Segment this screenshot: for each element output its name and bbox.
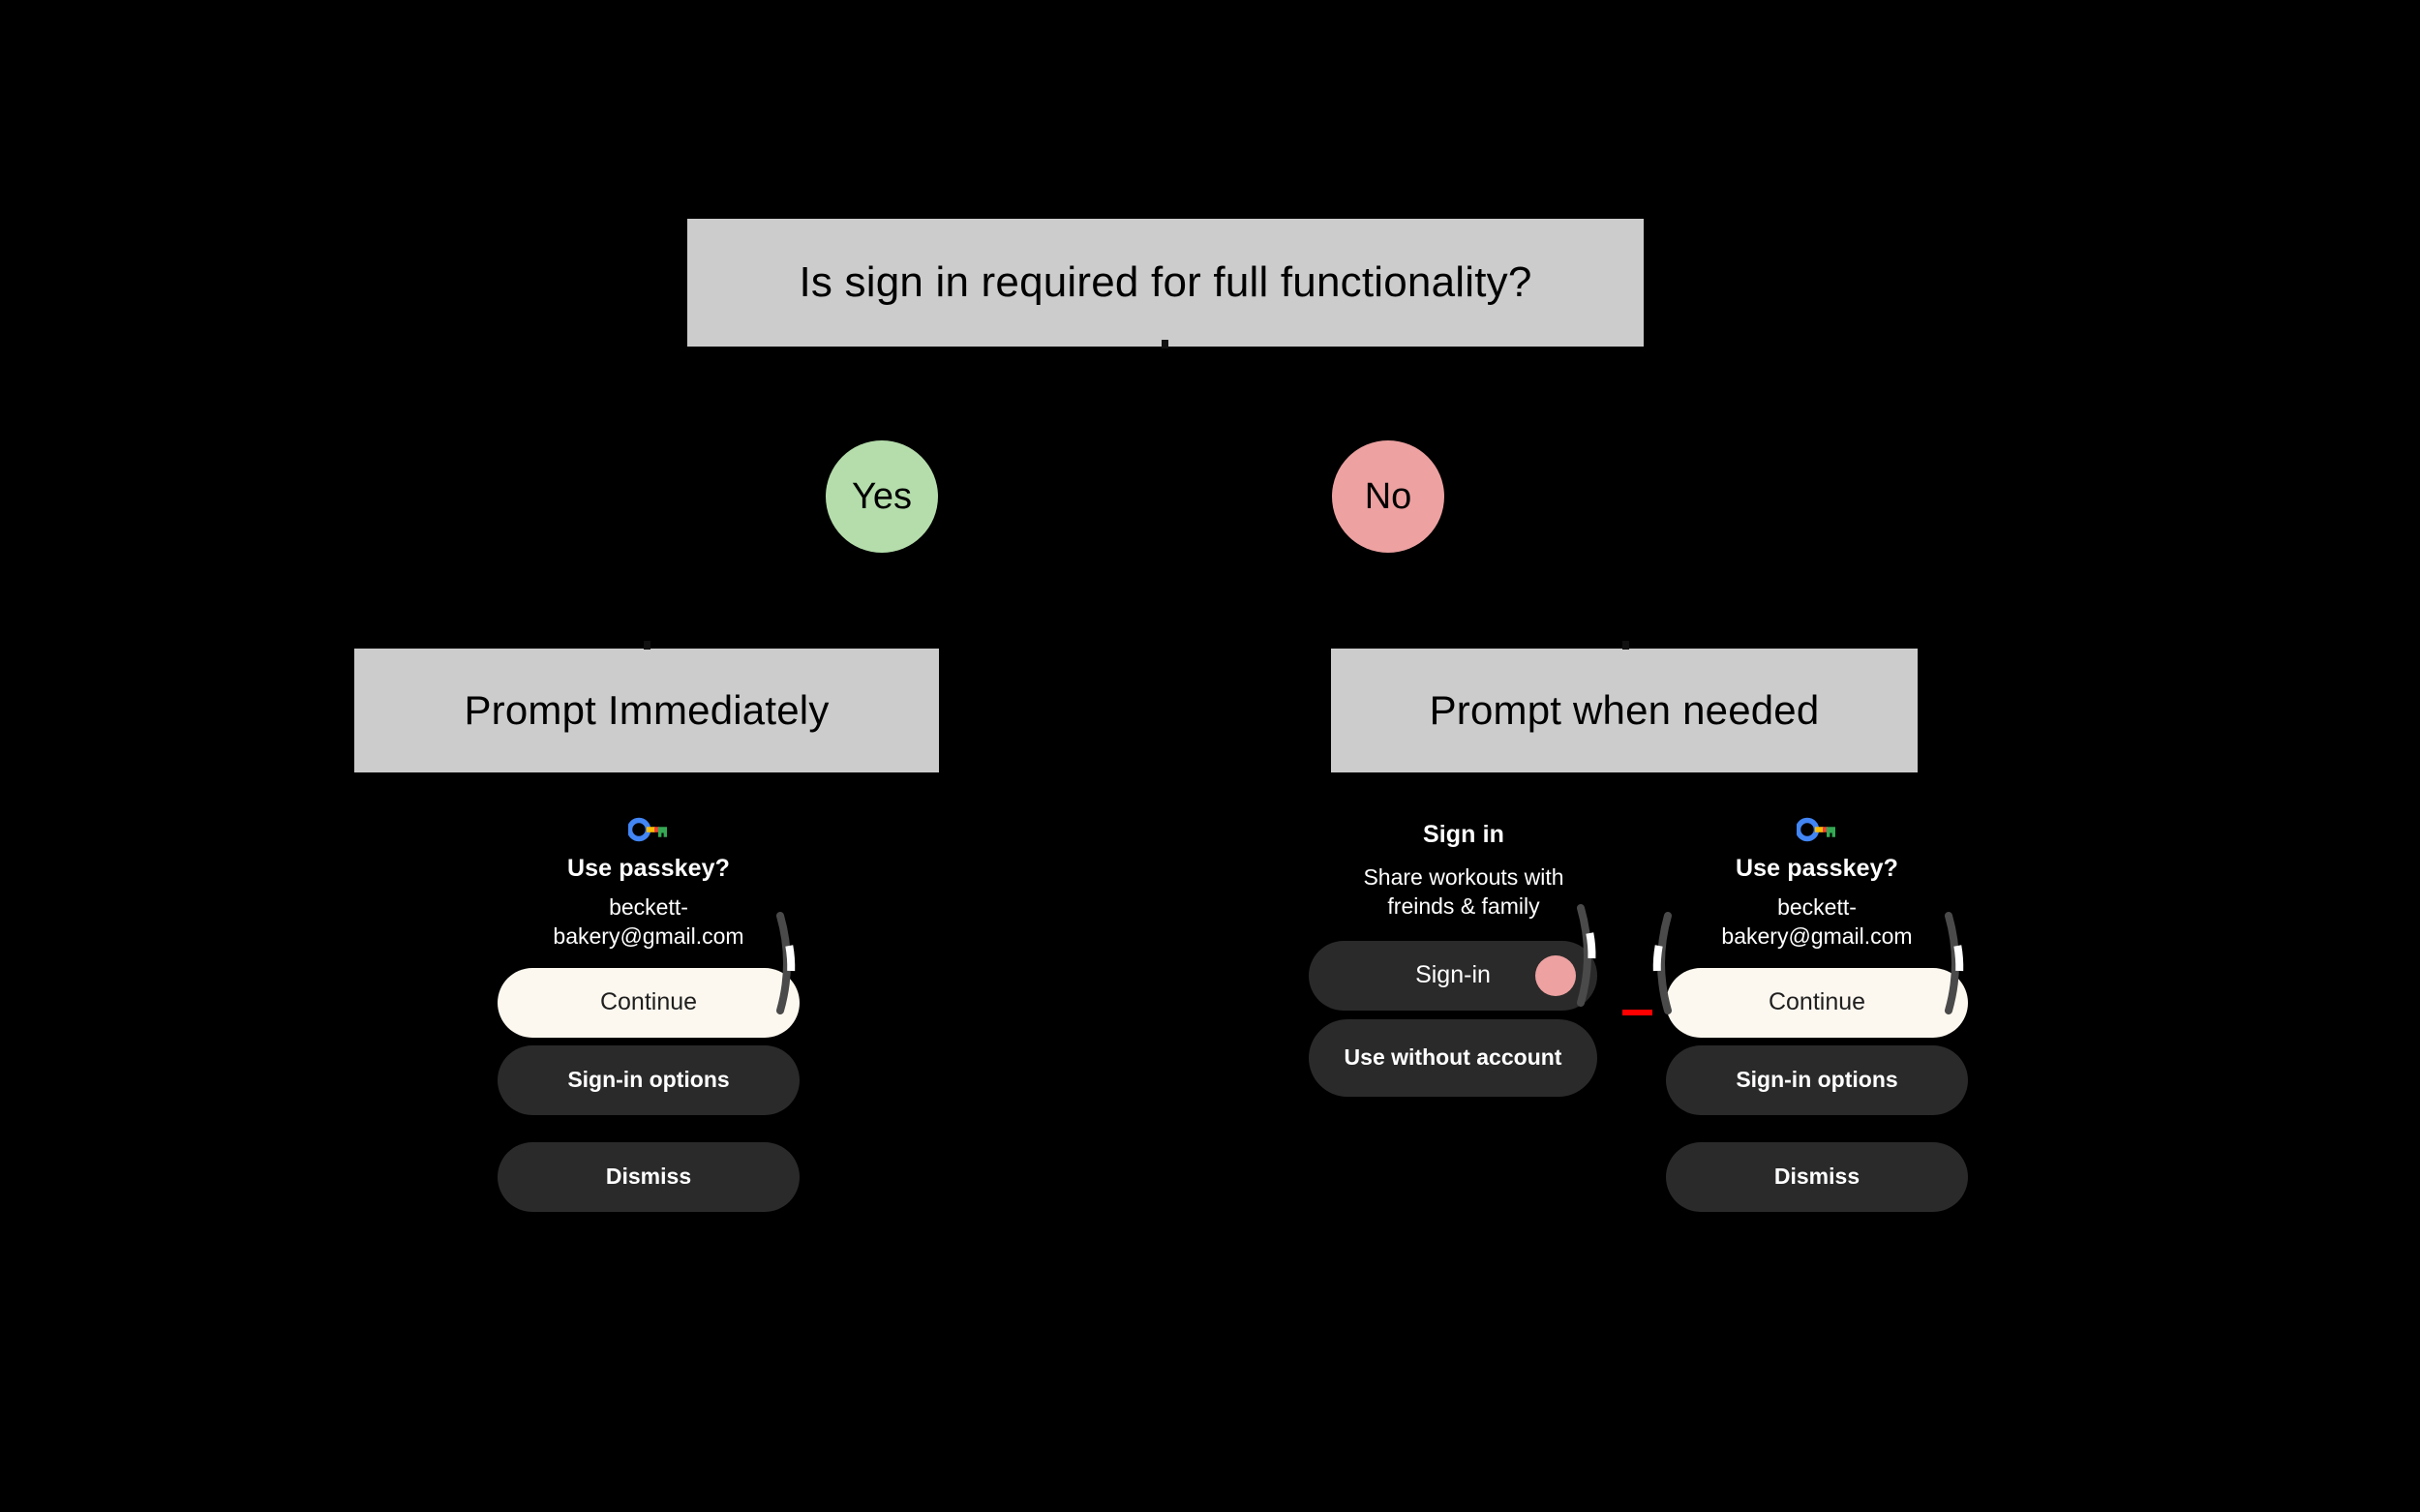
sheet-title: Use passkey?	[567, 855, 730, 882]
connector-stub-left	[644, 641, 650, 650]
button-continue[interactable]: Continue	[498, 968, 800, 1038]
avatar	[1535, 955, 1576, 996]
scroll-indicator-left[interactable]	[1641, 910, 1674, 1016]
branch-label-yes: Yes	[826, 440, 938, 553]
button-sign-in-options-label: Sign-in options	[1736, 1067, 1898, 1093]
button-continue-label: Continue	[1768, 988, 1866, 1016]
sheet-subtitle-account: beckett-bakery@gmail.com	[553, 894, 744, 949]
button-use-without-account[interactable]: Use without account	[1309, 1019, 1597, 1097]
button-continue-label: Continue	[599, 988, 698, 1016]
branch-label-no-text: No	[1364, 475, 1412, 517]
button-sign-in-options[interactable]: Sign-in options	[1666, 1045, 1968, 1115]
mockup-middle-signin-screen: Sign in Share workouts with freinds & fa…	[1309, 803, 1618, 1123]
button-continue[interactable]: Continue	[1666, 968, 1968, 1038]
sheet-subtitle-account: beckett-bakery@gmail.com	[1721, 894, 1913, 949]
scroll-indicator[interactable]	[1943, 910, 1976, 1016]
decision-question-text: Is sign in required for full functionali…	[799, 258, 1532, 306]
button-sign-in-options[interactable]: Sign-in options	[498, 1045, 800, 1115]
button-dismiss[interactable]: Dismiss	[498, 1142, 800, 1212]
branch-label-yes-text: Yes	[852, 475, 912, 517]
signin-sheet-title: Sign in	[1422, 821, 1505, 848]
mockup-right-passkey-screen: Use passkey? beckett-bakery@gmail.com Co…	[1652, 803, 1981, 1287]
button-sign-in-label: Sign-in	[1415, 961, 1491, 989]
button-dismiss-label: Dismiss	[1773, 1164, 1860, 1190]
button-sign-in-options-label: Sign-in options	[567, 1067, 730, 1093]
button-dismiss[interactable]: Dismiss	[1666, 1142, 1968, 1212]
connector-stub-right	[1622, 641, 1629, 650]
button-use-without-account-label: Use without account	[1344, 1044, 1562, 1071]
outcome-box-prompt-when-needed: Prompt when needed	[1331, 649, 1918, 772]
google-passkey-icon	[1795, 817, 1837, 842]
outcome-box-prompt-when-needed-text: Prompt when needed	[1429, 687, 1820, 733]
mockup-left-passkey-screen: Use passkey? beckett-bakery@gmail.com Co…	[484, 803, 813, 1287]
signin-sheet-subtitle: Share workouts with freinds & family	[1363, 864, 1564, 919]
branch-label-no: No	[1332, 440, 1444, 553]
button-sign-in[interactable]: Sign-in	[1309, 941, 1597, 1011]
button-dismiss-label: Dismiss	[605, 1164, 692, 1190]
google-passkey-icon	[626, 817, 669, 842]
outcome-box-prompt-immediately-text: Prompt Immediately	[464, 687, 830, 733]
decision-question-box: Is sign in required for full functionali…	[687, 219, 1644, 347]
sheet-title: Use passkey?	[1736, 855, 1898, 882]
scroll-indicator[interactable]	[774, 910, 807, 1016]
scroll-indicator[interactable]	[1575, 902, 1608, 1009]
connector-stub-title	[1162, 340, 1168, 348]
outcome-box-prompt-immediately: Prompt Immediately	[354, 649, 939, 772]
